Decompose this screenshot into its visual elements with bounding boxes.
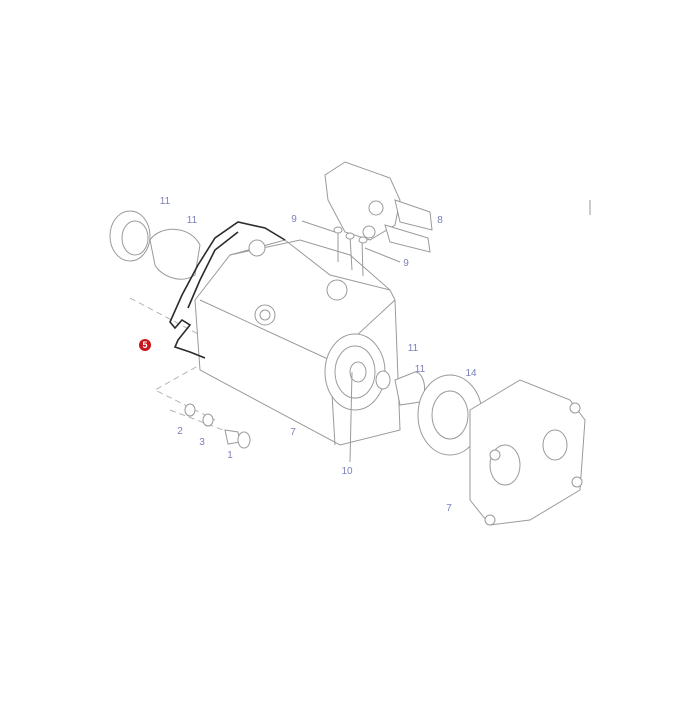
bearing-left — [109, 210, 201, 280]
highlighted-part-5 — [169, 221, 286, 359]
callout-14: 14 — [465, 368, 477, 379]
highlighted-part-badge: 5 — [139, 339, 151, 351]
callout-9: 9 — [403, 258, 409, 269]
plate — [417, 374, 483, 456]
callout-2: 2 — [177, 426, 183, 437]
callout-1: 1 — [227, 450, 233, 461]
callout-8: 8 — [437, 215, 443, 226]
callout-3: 3 — [199, 437, 205, 448]
pump-body — [194, 239, 401, 446]
callout-11: 11 — [407, 343, 419, 354]
fasteners — [184, 403, 251, 449]
rear-housing — [469, 379, 586, 526]
callout-7: 7 — [290, 427, 296, 438]
callout-11: 11 — [414, 364, 426, 375]
valve-block — [324, 161, 433, 277]
callout-7: 7 — [446, 503, 452, 514]
bearing-right — [375, 370, 426, 406]
callout-11: 11 — [186, 215, 198, 226]
callout-11: 11 — [159, 196, 171, 207]
callout-10: 10 — [341, 466, 353, 477]
callout-9: 9 — [291, 214, 297, 225]
